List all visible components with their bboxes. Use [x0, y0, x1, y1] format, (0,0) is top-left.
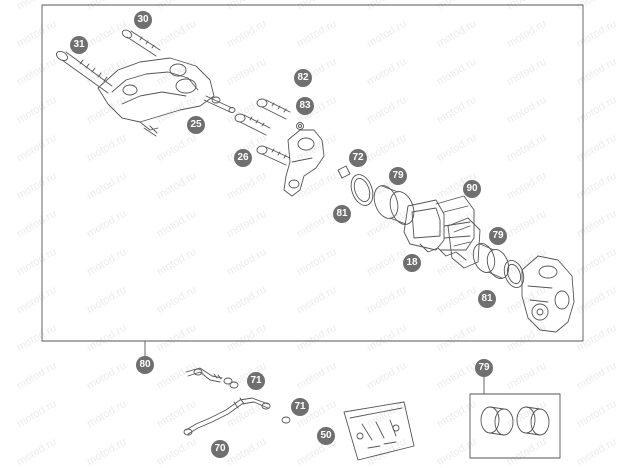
callout-79-kit: 79	[475, 359, 493, 377]
hardware-kit-50	[343, 401, 415, 461]
washer-71-lower	[281, 416, 291, 424]
seal-kit-frame	[469, 393, 561, 459]
callout-70: 70	[211, 440, 229, 458]
callout-31: 31	[70, 36, 88, 54]
caliper-housing	[447, 217, 481, 269]
seal-ring-81-lower	[503, 260, 525, 288]
seal-kit-pistons	[480, 406, 550, 436]
bolt-upper	[256, 98, 291, 120]
seal-ring-81-upper	[350, 174, 374, 206]
brake-pads-90	[403, 195, 475, 251]
washer-83	[296, 122, 304, 130]
piston-79-upper	[373, 185, 415, 225]
brake-line-70	[183, 397, 271, 436]
clip-72	[337, 165, 351, 179]
callout-18: 18	[403, 254, 421, 272]
bleeder-hose-assembly	[185, 367, 233, 385]
callout-90: 90	[463, 180, 481, 198]
callout-83: 83	[296, 97, 314, 115]
callout-80: 80	[136, 356, 154, 374]
callout-71-upper: 71	[247, 372, 265, 390]
main-assembly-frame	[41, 4, 584, 342]
callout-82: 82	[294, 69, 312, 87]
callout-71-lower: 71	[291, 398, 309, 416]
caliper-bracket	[283, 129, 325, 197]
callout-79-upper: 79	[389, 167, 407, 185]
washer-71-upper	[229, 381, 239, 389]
callout-25: 25	[187, 116, 205, 134]
callout-81-lower: 81	[478, 290, 496, 308]
caliper-body	[521, 255, 575, 333]
callout-30: 30	[134, 11, 152, 29]
bolt-30	[121, 29, 161, 57]
callout-79-lower: 79	[489, 227, 507, 245]
piston-79-lower	[472, 243, 510, 279]
callout-72: 72	[349, 149, 367, 167]
bolt-31	[55, 50, 113, 94]
anti-rattle-spring-18	[419, 243, 467, 261]
bolt-26	[234, 113, 291, 166]
callout-50: 50	[317, 427, 335, 445]
callout-81-upper: 81	[333, 205, 351, 223]
guide-pin	[203, 95, 236, 113]
callout-26: 26	[234, 149, 252, 167]
